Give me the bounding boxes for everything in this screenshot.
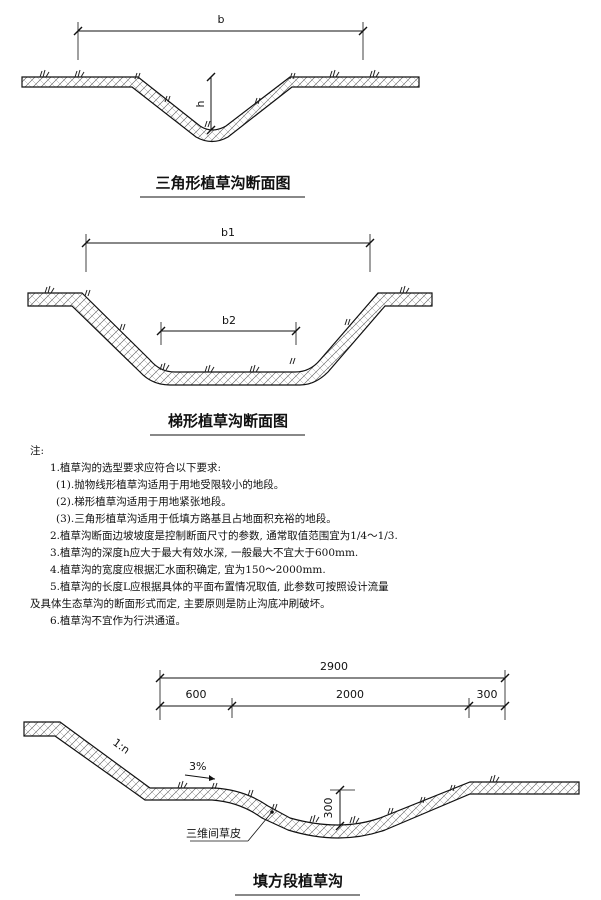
trapezoid-section-title: 梯形植草沟断面图: [168, 412, 288, 430]
fill-sub-tick-4: [500, 701, 510, 711]
fill-right-label: 300: [477, 688, 498, 701]
fill-soil-layer: [23, 721, 580, 839]
triangle-section: b h 三角形植草沟断面图: [21, 13, 420, 198]
note-item: (3).三角形植草沟适用于低填方路基且占地面积充裕的地段。: [56, 513, 337, 525]
note-item: 1.植草沟的选型要求应符合以下要求:: [50, 462, 222, 474]
triangle-width-tick-left: [73, 26, 83, 36]
fill-sub-tick-2: [227, 701, 237, 711]
trapezoid-grass: [44, 285, 410, 373]
triangle-section-title: 三角形植草沟断面图: [155, 174, 290, 192]
triangle-grass: [39, 69, 380, 128]
note-item: 及具体生态草沟的断面形式而定, 主要原则是防止沟底冲刷破坏。: [30, 598, 331, 610]
note-item: 5.植草沟的长度L应根据具体的平面布置情况取值, 此参数可按照设计流量: [50, 581, 389, 593]
trapezoid-top-width-label: b1: [221, 226, 235, 239]
note-item: 4.植草沟的宽度应根据汇水面积确定, 宜为150～2000mm.: [50, 564, 326, 576]
triangle-depth-tick-top: [206, 72, 216, 82]
trapezoid-soil-layer: [27, 292, 433, 386]
fill-total-tick-left: [155, 673, 165, 683]
fill-gradient-label: 3%: [189, 760, 206, 773]
fill-total-label: 2900: [320, 660, 348, 673]
fill-turf-leader: [247, 811, 273, 842]
fill-mid-label: 2000: [336, 688, 364, 701]
fill-section-title: 填方段植草沟: [253, 872, 343, 890]
fill-total-tick-right: [500, 673, 510, 683]
fill-turf-label: 三维间草皮: [186, 827, 241, 840]
fill-depth-tick-bottom: [335, 821, 345, 831]
trapezoid-section: b1 b2 梯形植草沟断面图: [27, 226, 433, 436]
fill-grass: [177, 774, 500, 824]
fill-left-label: 600: [186, 688, 207, 701]
triangle-width-label: b: [218, 13, 225, 26]
design-notes: 注: 1.植草沟的选型要求应符合以下要求: (1).抛物线形植草沟适用于用地受限…: [30, 443, 590, 630]
trapezoid-top-tick-right: [365, 238, 375, 248]
fill-sub-tick-1: [155, 701, 165, 711]
triangle-width-tick-right: [358, 26, 368, 36]
fill-gradient-arrowhead: [209, 775, 215, 781]
note-item: 2.植草沟断面边坡坡度是控制断面尺寸的参数, 通常取值范围宜为1/4～1/3.: [50, 530, 398, 542]
fill-turf-leader-dot: [270, 810, 274, 814]
trapezoid-bottom-tick-right: [291, 326, 301, 336]
note-item: 6.植草沟不宜作为行洪通道。: [50, 615, 187, 627]
note-item: 3.植草沟的深度h应大于最大有效水深, 一般最大不宜大于600mm.: [50, 547, 359, 559]
fill-sub-tick-3: [464, 701, 474, 711]
triangle-depth-label: h: [194, 100, 207, 107]
trapezoid-bottom-tick-left: [156, 326, 166, 336]
note-item: (2).梯形植草沟适用于用地紧张地段。: [56, 496, 232, 508]
fill-depth-label: 300: [322, 798, 335, 819]
trapezoid-bottom-width-label: b2: [222, 314, 236, 327]
triangle-soil-layer: [21, 76, 420, 143]
fill-section: 2900 600 2000 300 1:n 3% 300 三维间草皮 填方段植草…: [23, 660, 580, 896]
notes-heading: 注:: [30, 445, 45, 457]
note-item: (1).抛物线形植草沟适用于用地受限较小的地段。: [56, 479, 285, 491]
fill-depth-tick-top: [335, 785, 345, 795]
fill-slope-label: 1:n: [110, 736, 132, 757]
trapezoid-top-tick-left: [81, 238, 91, 248]
triangle-depth-tick-bottom: [206, 125, 216, 135]
